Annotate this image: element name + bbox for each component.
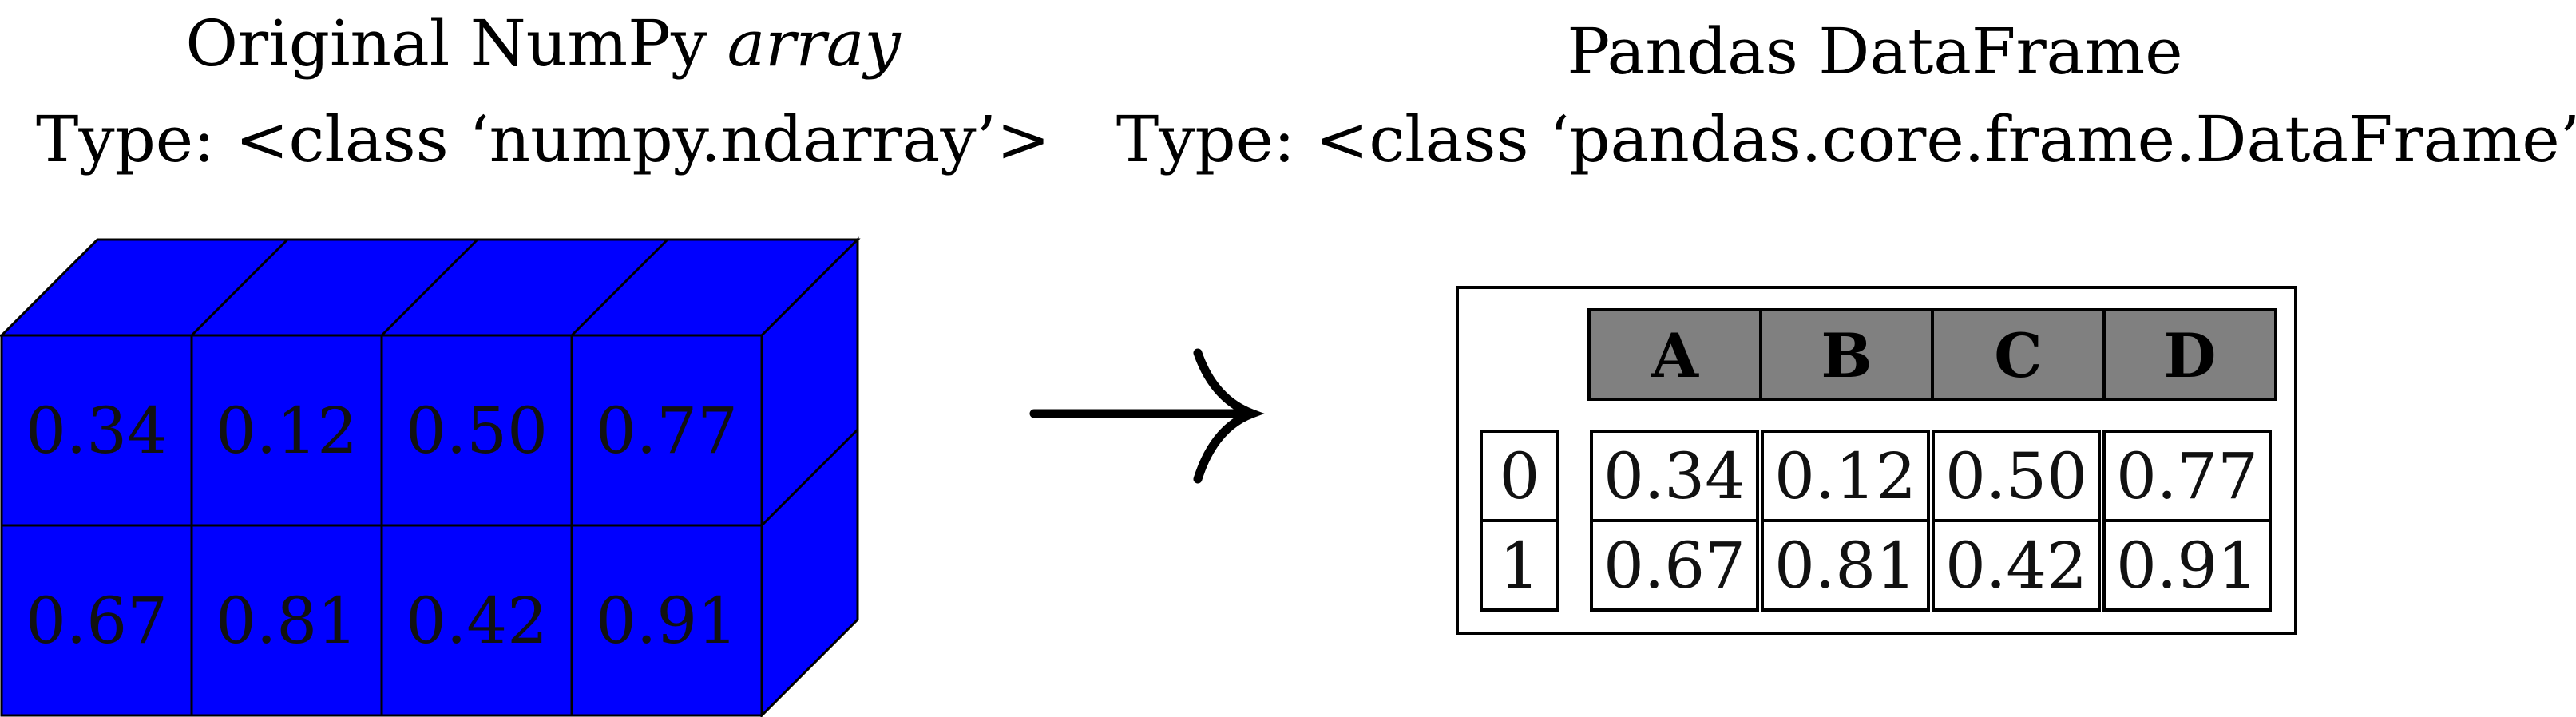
array-cell	[570, 524, 763, 717]
cube-top-divider	[190, 238, 289, 337]
dataframe-cell-value: 0.81	[1774, 529, 1916, 603]
dataframe-cell-value: 0.34	[1603, 439, 1746, 513]
dataframe-cell-value: 0.12	[1774, 439, 1916, 513]
cube-side-divider	[760, 428, 859, 527]
column-header-cell	[2102, 308, 2277, 401]
dataframe-cell	[2102, 430, 2272, 522]
dataframe-cell	[2102, 519, 2272, 612]
column-header-label: A	[1651, 320, 1699, 391]
cube-top-divider	[380, 238, 479, 337]
index-label: 0	[1500, 439, 1540, 513]
dataframe-cell	[1932, 519, 2101, 612]
array-cell-value: 0.81	[216, 584, 358, 658]
array-cell-value: 0.34	[26, 394, 168, 468]
array-cell	[570, 334, 763, 527]
dataframe-cell-value: 0.67	[1603, 529, 1746, 603]
numpy-title-italic: array	[727, 6, 902, 81]
index-label: 1	[1500, 529, 1540, 603]
dataframe-cell	[1761, 430, 1930, 522]
array-cell-value: 0.91	[596, 584, 738, 658]
dataframe-cell	[1932, 430, 2101, 522]
array-cell-value: 0.12	[216, 394, 358, 468]
array-cell-value: 0.77	[596, 394, 738, 468]
array-cell-value: 0.67	[26, 584, 168, 658]
dataframe-cell	[1761, 519, 1930, 612]
dataframe-cell	[1590, 430, 1759, 522]
array-cell	[380, 334, 573, 527]
array-cell	[0, 524, 193, 717]
numpy-title-prefix: Original NumPy	[185, 6, 727, 81]
dataframe-cell-value: 0.77	[2116, 439, 2258, 513]
dataframe-title: Pandas DataFrame	[1567, 14, 2182, 89]
array-cell	[190, 524, 383, 717]
array-cell-value: 0.42	[406, 584, 548, 658]
dataframe-cell	[1590, 519, 1759, 612]
array-cell-value: 0.50	[406, 394, 548, 468]
index-cell	[1480, 430, 1559, 522]
dataframe-type-label: Type: <class ‘pandas.core.frame.DataFram…	[1116, 102, 2576, 176]
dataframe-cell-value: 0.42	[1945, 529, 2087, 603]
dataframe-table: A B C D 0 0.34 0.12 0.50 0.77 1 0.67 0.81 0.42 0.91	[1456, 286, 2297, 635]
index-cell	[1480, 519, 1559, 612]
column-header-label: D	[2164, 320, 2217, 391]
numpy-array-block: 0.34 0.12 0.50 0.77 0.67 0.81 0.42 0.91	[0, 236, 861, 717]
numpy-title: Original NumPy array	[185, 6, 902, 81]
column-header-label: B	[1821, 320, 1872, 391]
right-arrow-icon	[1029, 348, 1265, 484]
column-header-label: C	[1994, 320, 2043, 391]
cube-top-divider	[570, 238, 669, 337]
dataframe-cell-value: 0.91	[2116, 529, 2258, 603]
column-header-cell	[1931, 308, 2106, 401]
column-header-cell	[1759, 308, 1934, 401]
dataframe-cell-value: 0.50	[1945, 439, 2087, 513]
numpy-type-label: Type: <class ‘numpy.ndarray’>	[36, 102, 1050, 176]
column-header-cell	[1587, 308, 1762, 401]
array-cell	[190, 334, 383, 527]
